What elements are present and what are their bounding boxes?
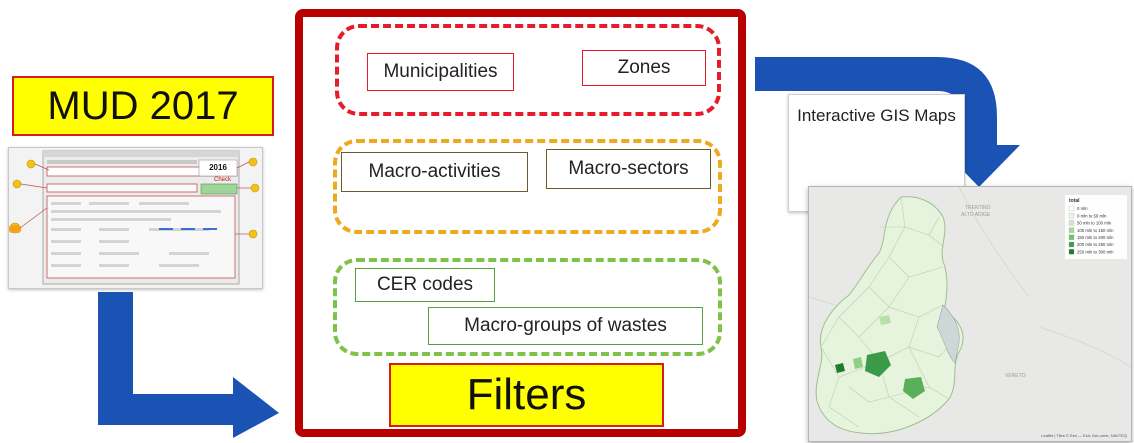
location-filter-group: [335, 24, 721, 116]
legend-swatch: [1068, 234, 1075, 240]
legend-item: 0 mln: [1077, 206, 1088, 211]
macro-groups-of-wastes-filter: Macro-groups of wastes: [428, 307, 703, 345]
legend-item: 150 mln to 200 mln: [1077, 235, 1114, 240]
svg-text:VENETO: VENETO: [1005, 373, 1026, 379]
legend-swatch: [1068, 249, 1075, 255]
mud-software-thumbnail: 2016 Check: [8, 147, 263, 289]
municipalities-filter: Municipalities: [367, 53, 514, 91]
macro-activities-filter: Macro-activities: [341, 152, 528, 192]
filters-label: Filters: [389, 363, 664, 427]
zones-filter: Zones: [582, 50, 706, 86]
map-attribution: Leaflet | Tiles © Esri — Esri, DeLorme, …: [1041, 433, 1127, 438]
legend-item: 0 mln to 50 mln: [1077, 213, 1107, 218]
legend-item: 250 mln to 300 mln: [1077, 249, 1114, 254]
legend-swatch: [1068, 213, 1075, 219]
legend-item: 200 mln to 250 mln: [1077, 242, 1114, 247]
thumbnail-badge: Check: [214, 177, 232, 183]
source-to-filters-arrow-icon: [98, 292, 279, 438]
legend-swatch: [1068, 241, 1075, 248]
legend-swatch: [1068, 227, 1075, 233]
legend-title: total: [1069, 198, 1080, 204]
svg-text:TRENTINO: TRENTINO: [965, 205, 991, 211]
legend-swatch: [1068, 205, 1075, 212]
waste-filter-group: [333, 258, 722, 356]
thumbnail-drawing: 2016 Check: [9, 150, 260, 285]
legend-item: 100 mln to 150 mln: [1077, 228, 1114, 233]
mud-title: MUD 2017: [12, 76, 274, 136]
map-drawing: TRENTINO ALTO ADIGE VENETO total 0 mln 0 …: [809, 187, 1131, 441]
macro-sectors-filter: Macro-sectors: [546, 149, 711, 189]
legend-swatch: [1068, 220, 1075, 226]
svg-text:ALTO ADIGE: ALTO ADIGE: [961, 212, 991, 218]
activity-filter-group: [333, 139, 722, 234]
cer-codes-filter: CER codes: [355, 268, 495, 302]
thumbnail-year: 2016: [209, 163, 227, 172]
choropleth-map-image: TRENTINO ALTO ADIGE VENETO total 0 mln 0 …: [808, 186, 1132, 442]
legend-item: 50 mln to 100 mln: [1077, 221, 1112, 226]
